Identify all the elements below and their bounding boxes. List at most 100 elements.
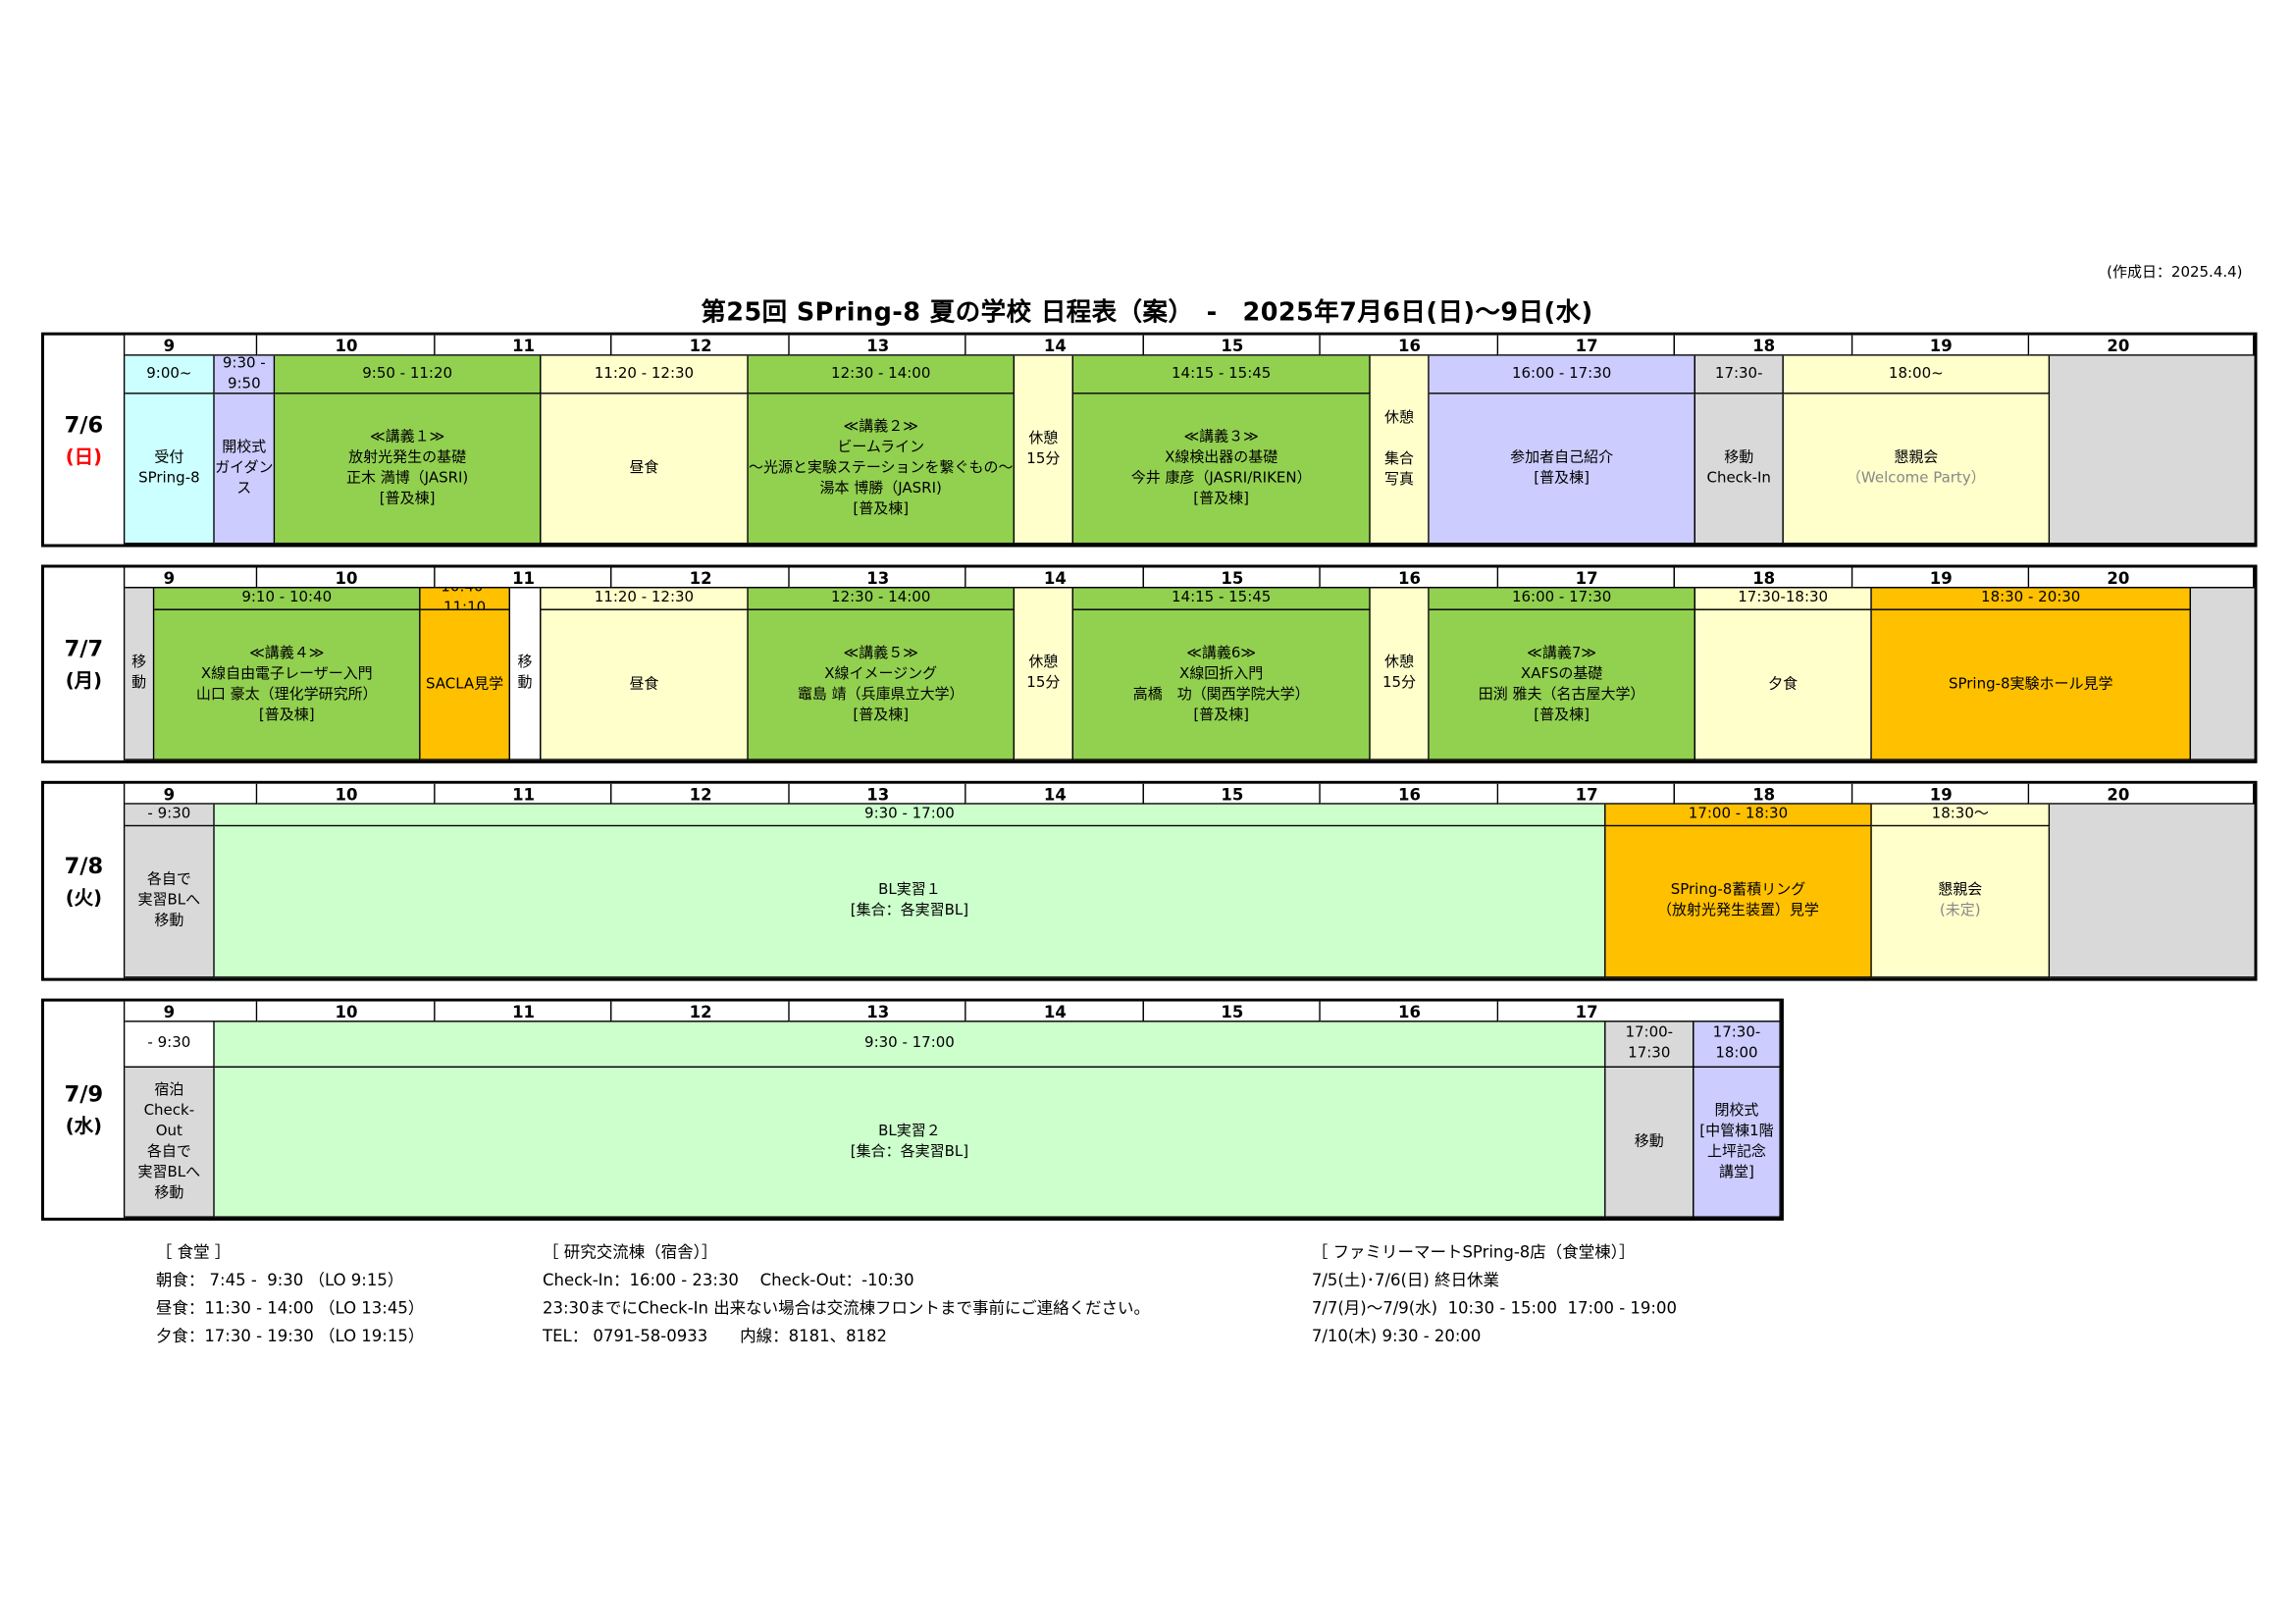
move-cell-time: 17:00- 17:30 (1605, 1022, 1694, 1069)
bl-practice-2-cell-time: 9:30 - 17:00 (214, 1022, 1606, 1069)
closing-ceremony-cell-time: 17:30- 18:00 (1694, 1022, 1781, 1069)
hour-label-17: 17 (1575, 1002, 1598, 1022)
hour-cell (435, 567, 612, 589)
lecture-2-cell: ≪講義２≫ ビームライン ～光源と実験ステーションを繋ぐもの～ 湯本 博勝（JA… (748, 393, 1016, 545)
lecture-1-cell: ≪講義１≫ 放射光発生の基礎 正木 満博（JASRI) [普及棟] (275, 393, 542, 545)
hour-cell (257, 335, 436, 356)
hour-cell (789, 335, 966, 356)
hour-cell (257, 567, 436, 589)
hour-label-17: 17 (1575, 336, 1598, 355)
hour-cell (125, 335, 258, 356)
hour-label-18: 18 (1752, 336, 1776, 355)
hour-label-12: 12 (689, 784, 712, 805)
weekday-text: (日) (65, 445, 103, 469)
hour-label-9: 9 (163, 784, 176, 805)
hour-label-11: 11 (512, 336, 536, 355)
hour-label-18: 18 (1752, 784, 1776, 805)
hour-cell (789, 567, 966, 589)
hour-label-11: 11 (512, 784, 536, 805)
hall-tour-cell: SPring-8実験ホール見学 (1871, 609, 2192, 760)
break-cell-2: 休憩 15分 (1370, 588, 1430, 760)
break-cell-1: 休憩 15分 (1015, 588, 1074, 760)
lecture-4-cell-time: 9:10 - 10:40 (154, 588, 421, 610)
bl-practice-1-cell: BL実習１ [集合：各実習BL] (214, 826, 1606, 978)
hall-tour-cell-time: 18:30 - 20:30 (1871, 588, 2192, 610)
hour-label-14: 14 (1043, 1002, 1067, 1022)
move-checkin-cell: 移動 Check-In (1695, 393, 1784, 545)
hour-label-17: 17 (1575, 568, 1598, 588)
hour-cell (611, 1001, 790, 1022)
hour-label-19: 19 (1929, 568, 1953, 588)
hour-cell (789, 783, 966, 805)
date-label: 7/7 (月) (44, 567, 126, 760)
hour-cell (2029, 783, 2255, 805)
break-photo-cell: 休憩 集合 写真 (1370, 355, 1430, 545)
hour-cell (1498, 1001, 1781, 1022)
hour-cell (1498, 783, 1676, 805)
lecture-5-cell: ≪講義５≫ X線イメージング 竈島 靖（兵庫県立大学） [普及棟] (748, 609, 1016, 760)
date-text: 7/7 (64, 635, 104, 662)
sacla-tour-cell-time: 10:40-11:10 (420, 588, 511, 610)
lunch-cell-time: 11:20 - 12:30 (541, 355, 749, 394)
hour-cell (1320, 1001, 1499, 1022)
closing-ceremony-cell: 閉校式 [中管棟1階 上坪記念 講堂] (1694, 1068, 1781, 1218)
hour-cell (125, 783, 258, 805)
hour-label-13: 13 (866, 568, 890, 588)
lecture-6-cell: ≪講義6≫ X線回折入門 高橋 功（関西学院大学） [普及棟] (1073, 609, 1371, 760)
hour-label-10: 10 (335, 336, 358, 355)
party-time: 18:30～ (1871, 804, 2051, 827)
hour-cell (1852, 335, 2030, 356)
hour-cell (2029, 335, 2255, 356)
date-text: 7/9 (64, 1080, 104, 1108)
empty-cell (2050, 355, 2255, 545)
hour-label-9: 9 (163, 1002, 176, 1022)
lecture-7-cell-time: 16:00 - 17:30 (1429, 588, 1696, 610)
dormitory-notes: ［ 研究交流棟（宿舎）］ Check-In：16:00 - 23:30 Chec… (543, 1242, 1150, 1346)
created-date: (作成日：2025.4.4) (2107, 264, 2243, 282)
party-sublabel: (未定) (1939, 903, 1981, 919)
weekday-text: (火) (65, 887, 103, 910)
date-label: 7/6 (日) (44, 335, 126, 545)
party-time: 18:00~ (1783, 355, 2051, 394)
hour-cell (1498, 335, 1676, 356)
hour-label-14: 14 (1043, 784, 1067, 805)
hour-label-15: 15 (1221, 1002, 1244, 1022)
hour-cell (1852, 783, 2030, 805)
hour-cell (1320, 335, 1499, 356)
hour-label-13: 13 (866, 336, 890, 355)
party-label: 懇親会 (1894, 448, 1939, 466)
move-cell: 移動 (1605, 1068, 1694, 1218)
hour-cell (965, 567, 1144, 589)
hour-label-13: 13 (866, 784, 890, 805)
lecture-3-cell: ≪講義３≫ X線検出器の基礎 今井 康彦（JASRI/RIKEN） [普及棟] (1073, 393, 1371, 545)
lecture-2-cell-time: 12:30 - 14:00 (748, 355, 1016, 394)
move-cell-2: 移 動 (510, 588, 542, 760)
hour-label-18: 18 (1752, 568, 1776, 588)
hour-label-12: 12 (689, 336, 712, 355)
hour-cell (257, 783, 436, 805)
hour-label-20: 20 (2107, 336, 2130, 355)
hour-cell (965, 783, 1144, 805)
move-to-bl-cell-time: - 9:30 (125, 804, 215, 827)
hour-label-15: 15 (1221, 784, 1244, 805)
lunch-cell: 昼食 (541, 609, 749, 760)
reception-cell-time: 9:00~ (125, 355, 215, 394)
hour-cell (965, 1001, 1144, 1022)
hour-label-12: 12 (689, 1002, 712, 1022)
move-checkin-cell-time: 17:30- (1695, 355, 1784, 394)
hour-cell (1852, 567, 2030, 589)
bl-practice-2-cell: BL実習２ [集合：各実習BL] (214, 1068, 1606, 1218)
storage-ring-tour-cell: SPring-8蓄積リング （放射光発生装置）見学 (1605, 826, 1872, 978)
hour-cell (965, 335, 1144, 356)
hour-cell (611, 567, 790, 589)
opening-ceremony-cell-time: 9:30 - 9:50 (214, 355, 276, 394)
hour-cell (435, 335, 612, 356)
empty-cell (2050, 804, 2255, 978)
hour-label-15: 15 (1221, 568, 1244, 588)
hour-label-9: 9 (163, 568, 176, 588)
date-label: 7/8 (火) (44, 783, 126, 978)
